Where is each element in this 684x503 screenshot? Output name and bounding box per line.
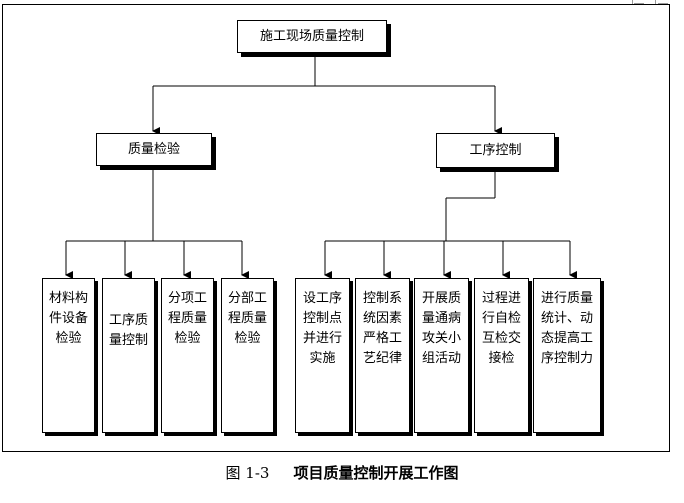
- leaf-label: 进行质量 统计、动 态提高工 序控制力: [540, 291, 593, 366]
- root-node: 施工现场质量控制: [237, 20, 387, 53]
- leaf-process-quality-control: 工序质 量控制: [102, 278, 155, 433]
- corner-mark: [634, 3, 644, 4]
- leaf-control-points: 设工序 控制点 并进行 实施: [295, 278, 350, 433]
- leaf-self-mutual-inspection: 过程进 行自检 互检交 接检: [474, 278, 529, 433]
- leaf-qc-circle: 开展质 量通病 攻关小 组活动: [414, 278, 469, 433]
- leaf-label: 过程进 行自检 互检交 接检: [481, 291, 521, 366]
- leaf-label: 开展质 量通病 攻关小 组活动: [421, 291, 461, 366]
- leaf-label: 分部工 程质量 检验: [227, 291, 267, 346]
- leaf-label: 材料构 件设备 检验: [48, 291, 88, 346]
- leaf-subitem-quality-inspection: 分项工 程质量 检验: [161, 278, 214, 433]
- leaf-label: 工序质 量控制: [108, 313, 148, 348]
- corner-mark: [658, 3, 668, 4]
- leaf-label: 设工序 控制点 并进行 实施: [302, 291, 342, 366]
- leaf-process-discipline: 控制系 统因素 严格工 艺纪律: [355, 278, 410, 433]
- leaf-label: 控制系 统因素 严格工 艺纪律: [362, 291, 402, 366]
- figure-number: 图 1-3: [225, 464, 270, 482]
- node-quality-inspection: 质量检验: [96, 133, 212, 166]
- leaf-quality-statistics: 进行质量 统计、动 态提高工 序控制力: [533, 278, 601, 433]
- leaf-label: 分项工 程质量 检验: [167, 291, 207, 346]
- leaf-division-quality-inspection: 分部工 程质量 检验: [221, 278, 274, 433]
- leaf-material-inspection: 材料构 件设备 检验: [42, 278, 95, 433]
- corner-mark: [655, 0, 656, 4]
- figure-title: 项目质量控制开展工作图: [293, 464, 459, 482]
- node-process-control: 工序控制: [436, 133, 555, 168]
- corner-mark: [632, 0, 633, 4]
- diagram-frame: [2, 4, 670, 452]
- figure-caption: 图 1-3 项目质量控制开展工作图: [0, 462, 684, 483]
